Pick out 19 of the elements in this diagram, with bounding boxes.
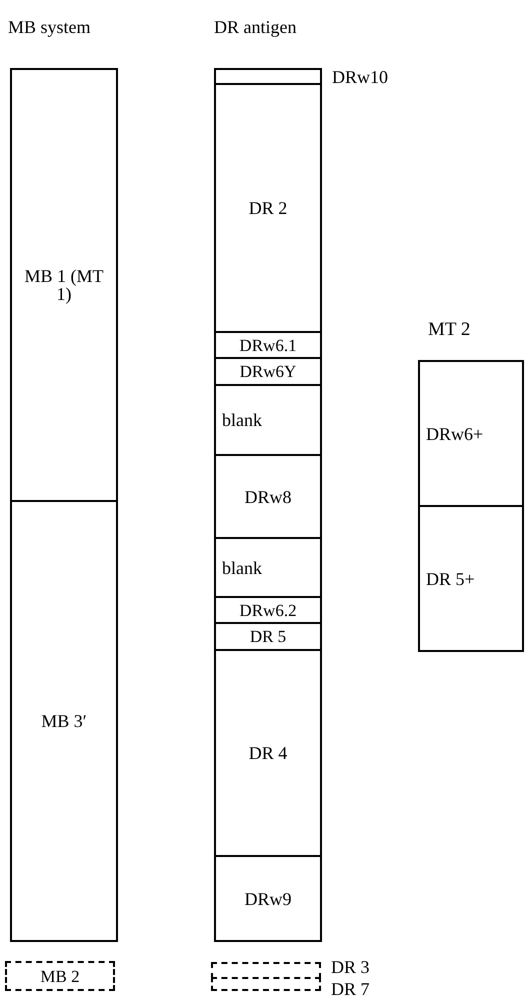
segment-box: DRw9	[214, 855, 322, 942]
side-label: DR 7	[331, 980, 370, 998]
segment-box: blank	[214, 537, 322, 598]
side-label: DR 3	[331, 958, 370, 976]
segment-box: DR 2	[214, 83, 322, 333]
segment-box: DRw6.2	[214, 596, 322, 624]
dashed-box: MB 2	[5, 961, 115, 991]
side-label: DRw10	[332, 68, 388, 86]
column-heading: MT 2	[428, 320, 470, 339]
column-heading: MB system	[8, 18, 91, 36]
segment-box: blank	[214, 384, 322, 456]
segment-box: DR 4	[214, 649, 322, 857]
segment-box: MB 1 (MT 1)	[10, 68, 118, 502]
segment-box: DRw8	[214, 454, 322, 539]
segment-box: DRw6Y	[214, 357, 322, 386]
segment-box: DRw6.1	[214, 331, 322, 359]
segment-box: DR 5	[214, 622, 322, 651]
column-heading: DR antigen	[214, 18, 296, 36]
segment-box: MB 3′	[10, 500, 118, 942]
